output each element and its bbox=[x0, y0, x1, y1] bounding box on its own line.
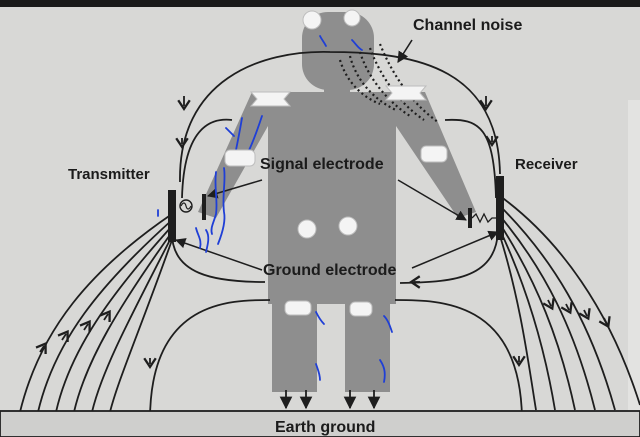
earth-ground-label: Earth ground bbox=[275, 419, 376, 436]
channel-noise-pointer bbox=[397, 39, 413, 63]
resistor-icon bbox=[471, 212, 496, 224]
earth-ground-strip bbox=[0, 410, 640, 437]
earth-ground-arrows bbox=[279, 390, 381, 410]
flow-arrows bbox=[35, 96, 611, 369]
receiver-device bbox=[468, 176, 504, 240]
page-panel bbox=[628, 100, 640, 437]
label-pointers bbox=[175, 179, 499, 271]
white-stickers bbox=[224, 9, 448, 317]
receiver-label: Receiver bbox=[515, 156, 578, 173]
ac-source-icon bbox=[179, 199, 193, 213]
field-lines bbox=[19, 51, 640, 421]
blue-annotations bbox=[157, 35, 393, 383]
channel-noise-label: Channel noise bbox=[413, 17, 523, 34]
top-bar bbox=[0, 0, 640, 7]
transmitter-device bbox=[168, 190, 206, 242]
transmitter-label: Transmitter bbox=[68, 166, 150, 183]
signal-electrode-label: Signal electrode bbox=[260, 156, 384, 173]
ground-electrode-label: Ground electrode bbox=[263, 262, 397, 279]
